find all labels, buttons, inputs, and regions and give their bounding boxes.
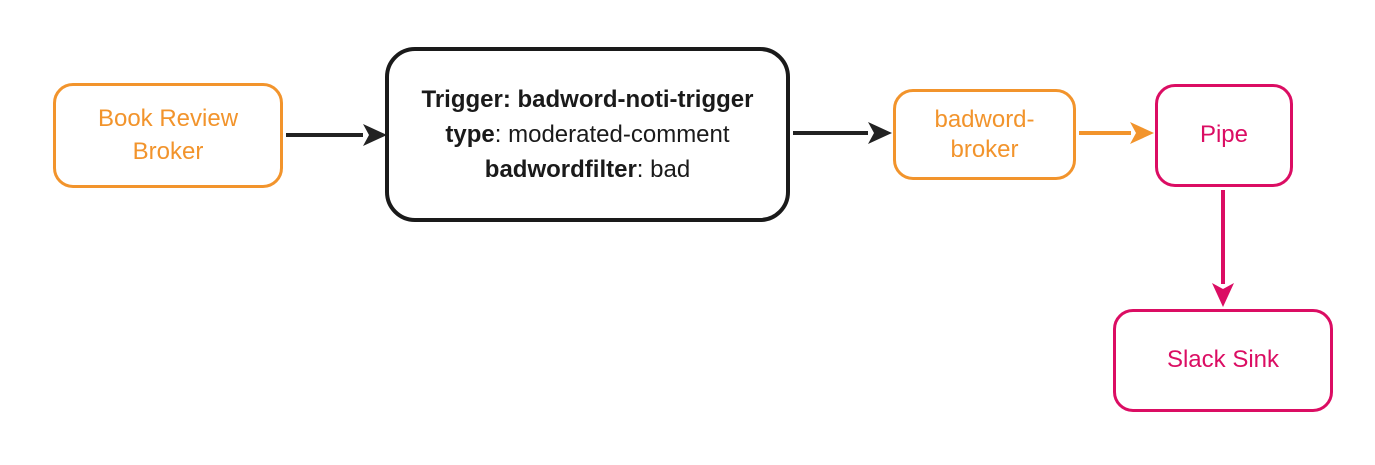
node-pipe: Pipe bbox=[1155, 84, 1293, 187]
trigger-line-type: type: moderated-comment bbox=[422, 117, 754, 152]
trigger-line-name: Trigger: badword-noti-trigger bbox=[422, 82, 754, 117]
trigger-line-type-rest: : moderated-comment bbox=[494, 121, 730, 148]
node-book-review-broker: Book Review Broker bbox=[53, 83, 283, 188]
edge-book-review-broker-to-trigger bbox=[286, 124, 387, 146]
arrowhead-right-icon bbox=[363, 124, 387, 146]
trigger-line-type-bold: type bbox=[445, 121, 495, 148]
trigger-line-filter: badwordfilter: bad bbox=[422, 152, 754, 187]
edge-trigger-to-badword-broker bbox=[793, 122, 892, 144]
node-badword-broker: badword-broker bbox=[893, 89, 1076, 180]
node-label: Slack Sink bbox=[1166, 346, 1280, 374]
node-label: badword-broker bbox=[934, 105, 1035, 163]
node-label: Book Review Broker bbox=[97, 105, 239, 165]
arrowhead-right-icon bbox=[868, 122, 892, 144]
trigger-line-filter-rest: : bad bbox=[636, 156, 691, 183]
node-label: Pipe bbox=[1199, 121, 1249, 149]
trigger-line-filter-bold: badwordfilter bbox=[484, 156, 637, 183]
edge-badword-broker-to-pipe bbox=[1079, 122, 1154, 144]
node-trigger: Trigger: badword-noti-trigger type: mode… bbox=[385, 47, 790, 222]
arrowhead-right-icon bbox=[1130, 122, 1154, 144]
edge-pipe-to-slack-sink bbox=[1212, 190, 1234, 307]
arrowhead-down-icon bbox=[1212, 283, 1234, 307]
trigger-line-name-bold: Trigger: badword-noti-trigger bbox=[421, 86, 754, 113]
trigger-text: Trigger: badword-noti-trigger type: mode… bbox=[422, 82, 754, 187]
node-slack-sink: Slack Sink bbox=[1113, 309, 1333, 412]
